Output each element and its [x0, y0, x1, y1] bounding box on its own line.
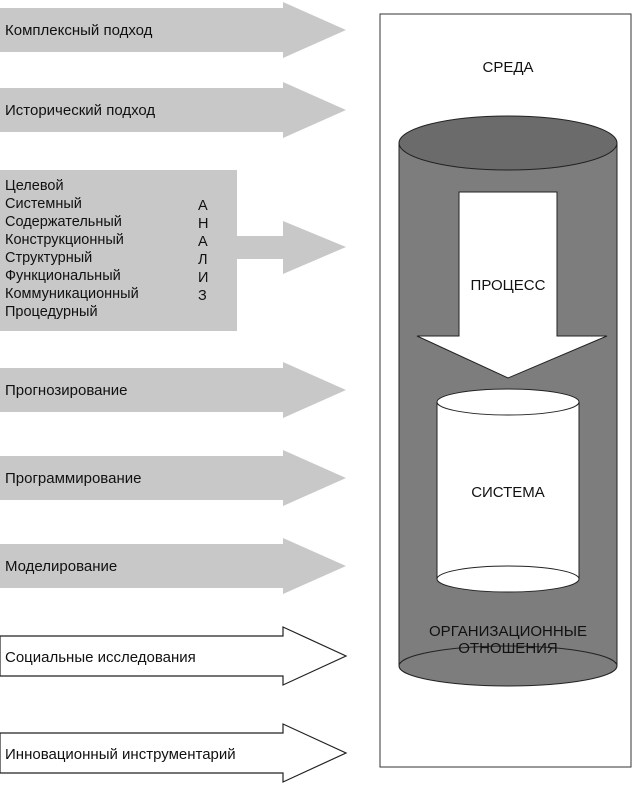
arrow-shape [0, 626, 348, 686]
arrow-shape [0, 723, 348, 783]
arrow-label: Социальные исследования [5, 649, 196, 666]
arrow-label: Программирование [5, 470, 141, 487]
arrow-modelirovanie: Моделирование [0, 538, 346, 594]
analysis-item: Системный [5, 196, 82, 212]
arrow-label: Комплексный подход [5, 22, 153, 39]
analysis-letter: Л [198, 252, 208, 268]
environment-label: СРЕДА [482, 59, 533, 76]
process-label: ПРОЦЕСС [471, 277, 546, 294]
relations-label-line1: ОРГАНИЗАЦИОННЫЕ [429, 623, 587, 640]
analysis-letter: З [198, 288, 207, 304]
arrow-istorichesky: Исторический подход [0, 82, 346, 138]
arrow-prognozirovanie: Прогнозирование [0, 362, 346, 418]
arrow-shape [0, 82, 346, 138]
arrow-innovatsionny: Инновационный инструментарий [0, 723, 348, 783]
arrow-label: Прогнозирование [5, 382, 127, 399]
arrow-programmirovanie: Программирование [0, 450, 346, 506]
arrow-shape [0, 538, 346, 594]
arrow-kompleksny: Комплексный подход [0, 2, 346, 58]
system-bottom [436, 565, 580, 593]
analysis-item: Коммуникационный [5, 286, 139, 302]
analysis-item: Структурный [5, 250, 92, 266]
cylinder-top [398, 115, 618, 171]
analysis-letter: И [198, 270, 208, 286]
arrow-shape [0, 450, 346, 506]
analysis-letter: А [198, 198, 208, 214]
analysis-block: Целевой Системный Содержательный Констру… [0, 170, 346, 331]
arrow-shape [0, 2, 346, 58]
arrow-sotsialnye: Социальные исследования [0, 626, 348, 686]
arrow-label: Моделирование [5, 558, 117, 575]
analysis-item: Содержательный [5, 214, 122, 230]
analysis-item: Конструкционный [5, 232, 124, 248]
system-top [436, 388, 580, 416]
system-cylinder [436, 388, 580, 593]
system-label: СИСТЕМА [471, 484, 545, 501]
system-body [437, 402, 579, 579]
arrow-shape [0, 362, 346, 418]
analysis-item: Целевой [5, 178, 64, 194]
analysis-item: Процедурный [5, 304, 98, 320]
arrow-label: Исторический подход [5, 102, 155, 119]
environment-frame [379, 13, 632, 768]
relations-label-line2: ОТНОШЕНИЯ [458, 640, 558, 657]
process-arrow [416, 191, 608, 379]
analysis-arrow-shape [0, 170, 346, 331]
analysis-letter: Н [198, 216, 208, 232]
arrow-label: Инновационный инструментарий [5, 746, 236, 763]
analysis-item: Функциональный [5, 268, 121, 284]
analysis-letter: А [198, 234, 208, 250]
